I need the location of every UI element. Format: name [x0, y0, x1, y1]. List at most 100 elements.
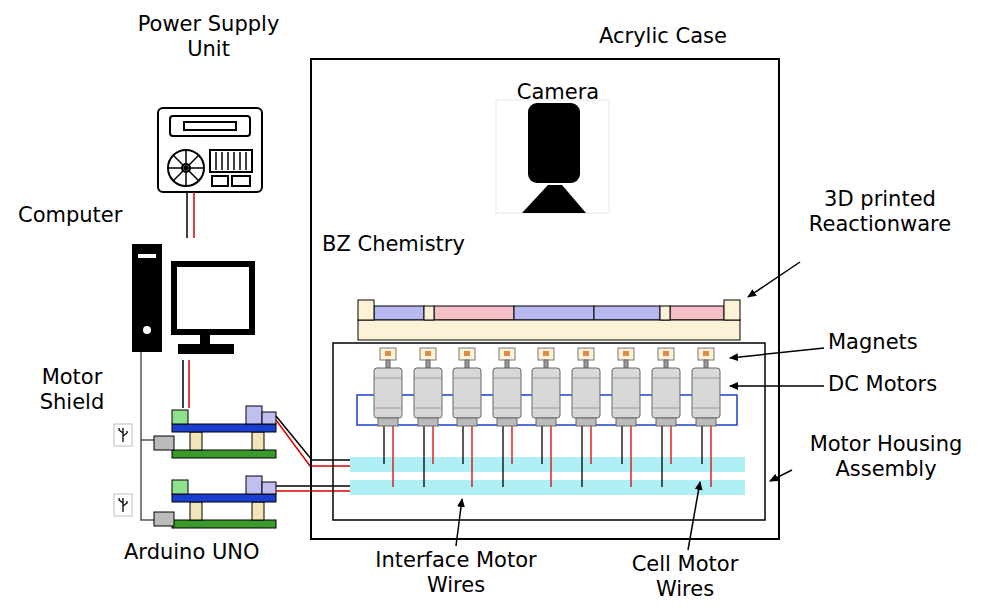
- cell-motor-wire: [432, 425, 433, 464]
- interface-motor-wires: [276, 420, 350, 466]
- magnet: [703, 351, 709, 356]
- computer: [132, 244, 162, 352]
- reactionware: [660, 306, 670, 320]
- motor-cap: [616, 418, 636, 426]
- cell-motor-wire: [550, 425, 551, 487]
- dc-motor: [374, 348, 720, 487]
- magnet: [420, 348, 436, 360]
- arduino-stack: [246, 406, 262, 424]
- camera: [522, 185, 586, 213]
- callout-label: Magnets: [828, 330, 968, 355]
- psu-cable: [186, 192, 188, 238]
- cell-motor-wire: [661, 425, 662, 487]
- power-supply: [184, 122, 236, 130]
- interface-motor-wires: [276, 416, 350, 460]
- motor-shaft: [465, 360, 469, 368]
- motor-band: [572, 378, 600, 408]
- arduino-stack: [262, 482, 276, 494]
- callout-label: Interface Motor Wires: [350, 548, 562, 598]
- motor-band: [493, 378, 521, 408]
- reactionware: [434, 306, 514, 320]
- power-supply: [210, 150, 252, 172]
- motor-shaft: [386, 360, 390, 368]
- power-supply: [232, 176, 250, 186]
- motor-body: [374, 368, 402, 418]
- motor-band: [374, 378, 402, 408]
- usb-icon: [119, 498, 127, 512]
- component-label: Power Supply Unit: [126, 12, 291, 62]
- magnet: [623, 351, 629, 356]
- power-supply: [158, 108, 262, 192]
- reactionware: [358, 300, 740, 340]
- motor-body: [692, 368, 720, 418]
- arduino-stack: [246, 476, 262, 494]
- interface-motor-wires: [276, 416, 350, 491]
- cell-motor-wire: [392, 425, 393, 487]
- magnet: [538, 348, 554, 360]
- cell-motor-wire: [630, 425, 631, 487]
- leader-arrow: [730, 348, 824, 358]
- power-supply: [170, 116, 250, 136]
- magnet: [663, 351, 669, 356]
- motor-cap: [696, 418, 716, 426]
- usb-cable: [141, 352, 155, 520]
- motor-band: [453, 378, 481, 408]
- cell-motor-wire: [541, 425, 542, 464]
- cell-motor-wire: [670, 425, 671, 464]
- cell-motor-wire: [701, 425, 702, 464]
- arduino-stack: [154, 512, 174, 526]
- magnet: [459, 348, 475, 360]
- motor-cap: [457, 418, 477, 426]
- leader-arrow: [730, 385, 824, 387]
- leader-arrow: [770, 470, 792, 481]
- magnet: [464, 351, 470, 356]
- motor-cap: [656, 418, 676, 426]
- usb-cable: [188, 360, 190, 408]
- motor-shaft: [505, 360, 509, 368]
- motor-body: [493, 368, 521, 418]
- arduino-stack: [154, 406, 276, 528]
- psu-cable: [193, 192, 195, 238]
- psu-cable: [187, 192, 194, 238]
- interface-motor-wires: [276, 490, 350, 492]
- motor-body: [572, 368, 600, 418]
- acrylic-case: Acrylic CaseCamera: [310, 58, 780, 540]
- reactionware: [724, 300, 740, 320]
- cell-motor-wire: [383, 425, 384, 464]
- motor-shaft: [544, 360, 548, 368]
- motor-shaft: [704, 360, 708, 368]
- magnet: [499, 348, 515, 360]
- cell-motor-wire: [462, 425, 463, 464]
- magnet: [385, 351, 391, 356]
- computer: [174, 264, 252, 332]
- component-label: Arduino UNO: [124, 540, 314, 565]
- magnet: [698, 348, 714, 360]
- arduino-stack: [190, 432, 202, 450]
- cell-motor-wire: [590, 425, 591, 464]
- motor-body: [612, 368, 640, 418]
- magnet: [425, 351, 431, 356]
- motor-shaft: [624, 360, 628, 368]
- motor-body: [453, 368, 481, 418]
- component-label: BZ Chemistry: [322, 232, 522, 257]
- computer: [143, 326, 151, 334]
- interface-motor-wires: [276, 485, 350, 487]
- magnet: [380, 348, 396, 360]
- arduino-stack: [172, 450, 276, 458]
- motor-band: [414, 378, 442, 408]
- reactionware: [374, 306, 424, 320]
- magnet: [578, 348, 594, 360]
- power-supply: [216, 152, 246, 170]
- motor-cap: [418, 418, 438, 426]
- camera-label-box: Camera: [488, 74, 628, 104]
- cell-motor-wire: [502, 425, 503, 487]
- arduino-stack: [172, 494, 276, 502]
- power-supply: [168, 150, 204, 186]
- magnet: [658, 348, 674, 360]
- motor-cap: [497, 418, 517, 426]
- motor-body: [652, 368, 680, 418]
- arduino-stack: [190, 502, 202, 520]
- motor-band: [532, 378, 560, 408]
- component-label: Motor Shield: [30, 365, 114, 415]
